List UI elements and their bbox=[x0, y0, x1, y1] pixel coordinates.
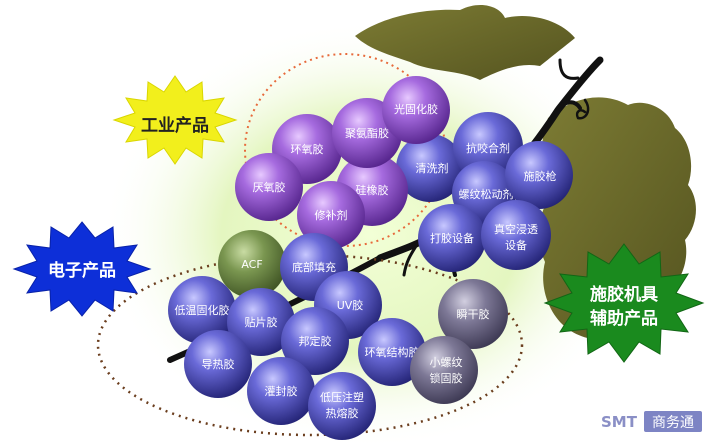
industrial-star: 工业产品 bbox=[112, 75, 238, 165]
berry-thermal-glue: 导热胶 bbox=[184, 330, 252, 398]
svg-text:聚氨酯胶: 聚氨酯胶 bbox=[345, 126, 389, 140]
svg-text:小螺纹: 小螺纹 bbox=[430, 355, 463, 369]
berry-instant-glue: 瞬干胶 bbox=[438, 279, 508, 349]
svg-text:修补剂: 修补剂 bbox=[315, 208, 348, 222]
berry-bonding-glue: 邦定胶 bbox=[281, 307, 349, 375]
svg-text:环氧结构胶: 环氧结构胶 bbox=[365, 345, 420, 359]
svg-text:厌氧胶: 厌氧胶 bbox=[253, 180, 286, 194]
dispensing-label-line1: 施胶机具 bbox=[590, 284, 658, 305]
watermark: SMT 商务通 bbox=[601, 411, 702, 432]
svg-text:低压注塑: 低压注塑 bbox=[320, 390, 364, 404]
svg-text:光固化胶: 光固化胶 bbox=[394, 102, 438, 116]
svg-text:抗咬合剂: 抗咬合剂 bbox=[466, 141, 510, 155]
industrial-label: 工业产品 bbox=[141, 115, 209, 136]
svg-text:打胶设备: 打胶设备 bbox=[430, 231, 474, 245]
dispensing-star: 施胶机具 辅助产品 bbox=[543, 243, 705, 363]
svg-text:低温固化胶: 低温固化胶 bbox=[175, 303, 230, 317]
svg-text:贴片胶: 贴片胶 bbox=[245, 315, 278, 329]
svg-text:施胶枪: 施胶枪 bbox=[524, 169, 557, 183]
berry-repair-agent: 修补剂 bbox=[297, 181, 365, 249]
electronic-label: 电子产品 bbox=[48, 260, 116, 281]
berry-vacuum-impregnation: 真空浸透 设备 bbox=[481, 200, 551, 270]
berry-low-pressure-hotmelt: 低压注塑 热熔胶 bbox=[308, 372, 376, 440]
berry-anaerobic: 厌氧胶 bbox=[235, 153, 303, 221]
berry-small-thread-locker: 小螺纹 锁固胶 bbox=[410, 336, 478, 404]
top-leaf bbox=[355, 4, 575, 81]
berry-glue-gun: 施胶枪 bbox=[505, 141, 573, 209]
svg-text:硅橡胶: 硅橡胶 bbox=[356, 183, 389, 197]
svg-text:环氧胶: 环氧胶 bbox=[291, 142, 324, 156]
berry-epoxy-structural: 环氧结构胶 bbox=[358, 318, 426, 386]
svg-text:清洗剂: 清洗剂 bbox=[416, 161, 449, 175]
berry-uv-curing: 光固化胶 bbox=[382, 76, 450, 144]
berry-smt-adhesive: 贴片胶 bbox=[227, 288, 295, 356]
berry-acf: ACF bbox=[218, 230, 286, 298]
watermark-site: 商务通 bbox=[652, 415, 694, 431]
svg-text:UV胶: UV胶 bbox=[337, 298, 364, 312]
svg-text:灌封胶: 灌封胶 bbox=[265, 384, 298, 398]
svg-text:设备: 设备 bbox=[505, 238, 527, 252]
watermark-smt: SMT bbox=[601, 413, 638, 431]
svg-text:底部填充: 底部填充 bbox=[292, 260, 336, 274]
svg-text:真空浸透: 真空浸透 bbox=[494, 222, 538, 236]
svg-text:ACF: ACF bbox=[241, 258, 262, 271]
svg-text:邦定胶: 邦定胶 bbox=[299, 334, 332, 348]
electronic-group-outline bbox=[96, 253, 524, 437]
svg-text:螺纹松动剂: 螺纹松动剂 bbox=[459, 187, 514, 201]
svg-text:锁固胶: 锁固胶 bbox=[430, 371, 463, 385]
svg-text:导热胶: 导热胶 bbox=[202, 357, 235, 371]
berry-low-temp-curing: 低温固化胶 bbox=[168, 276, 236, 344]
berry-potting-glue: 灌封胶 bbox=[247, 357, 315, 425]
svg-text:瞬干胶: 瞬干胶 bbox=[457, 307, 490, 321]
electronic-star: 电子产品 bbox=[12, 221, 152, 317]
berry-clear-agent: 清洗剂 bbox=[396, 134, 464, 202]
dispensing-label-line2: 辅助产品 bbox=[590, 308, 658, 329]
berry-dispensing-equipment: 打胶设备 bbox=[418, 204, 486, 272]
svg-text:热熔胶: 热熔胶 bbox=[326, 406, 359, 420]
